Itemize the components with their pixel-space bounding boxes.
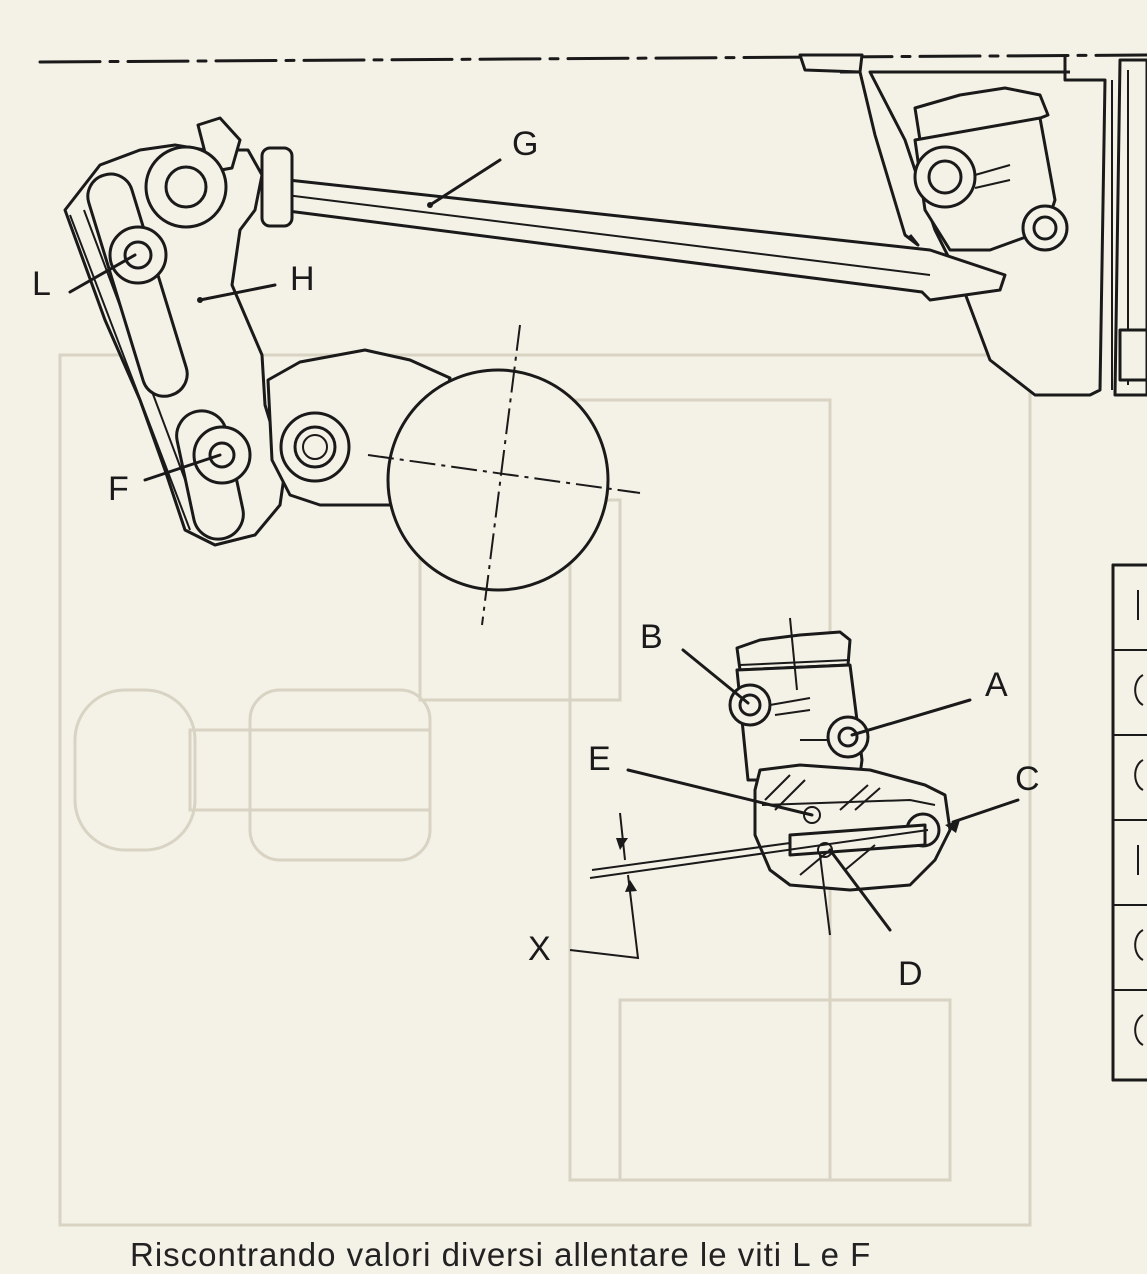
lever-h xyxy=(63,116,294,547)
label-b: B xyxy=(640,618,663,656)
label-a: A xyxy=(985,666,1008,704)
wheel-eccentric xyxy=(266,324,641,626)
reference-line xyxy=(38,53,1147,64)
label-x: X xyxy=(528,930,551,968)
label-d: D xyxy=(898,955,923,993)
leader-lines xyxy=(68,158,1020,932)
valve-assembly xyxy=(589,617,952,936)
label-l: L xyxy=(32,265,51,303)
label-g: G xyxy=(512,125,538,163)
right-housing xyxy=(798,53,1147,397)
body-text: Riscontrando valori diversi allentare le… xyxy=(130,1236,872,1273)
rod-g xyxy=(268,176,1007,302)
label-h: H xyxy=(290,260,315,298)
ghost-background xyxy=(58,353,1032,1227)
label-c: C xyxy=(1015,760,1040,798)
label-e: E xyxy=(588,740,611,778)
x-gauge xyxy=(569,812,640,960)
specs-table-fragment xyxy=(1111,563,1147,1082)
label-f: F xyxy=(108,470,129,508)
